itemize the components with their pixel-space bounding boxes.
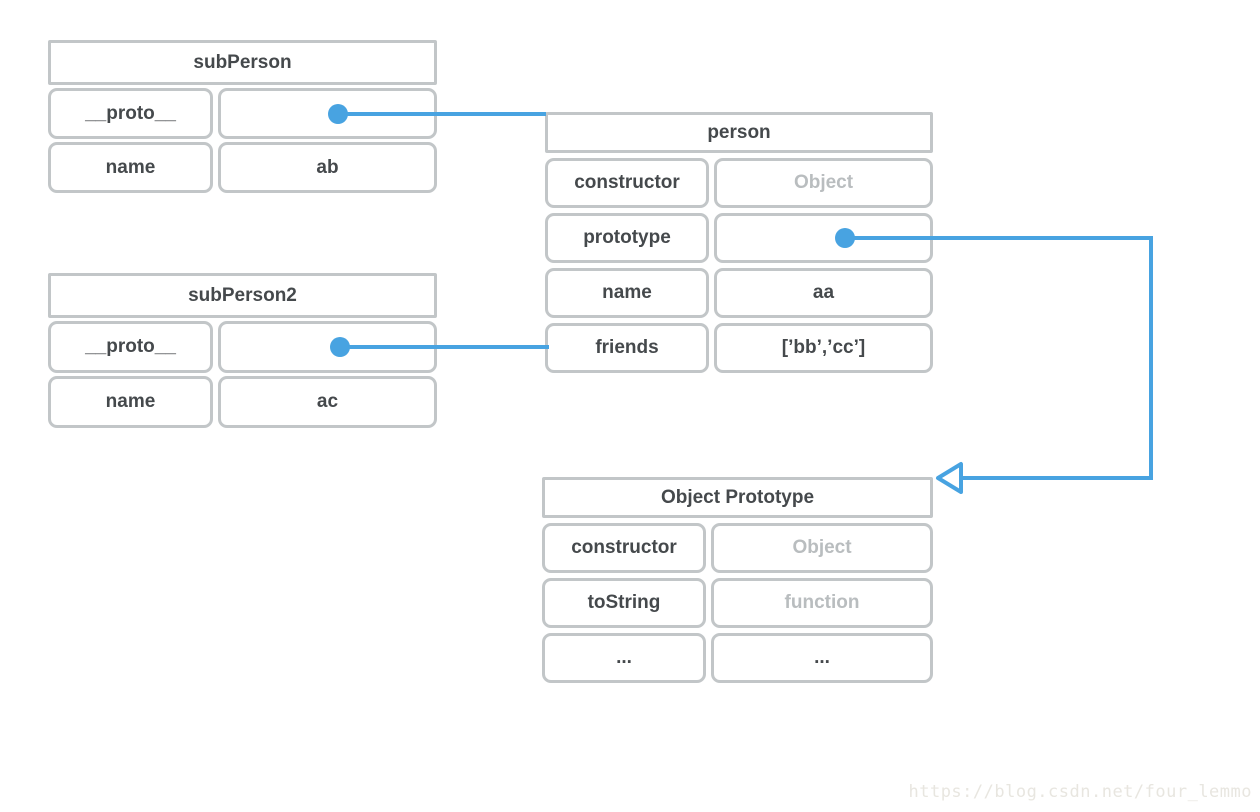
object-prototype-title: Object Prototype [542,477,933,518]
subperson2-title: subPerson2 [48,273,437,318]
table-row: friends [’bb’,’cc’] [545,323,933,373]
table-row: name ac [48,376,437,428]
person-friends-key: friends [545,323,709,373]
person-name-key: name [545,268,709,318]
subperson-table: subPerson __proto__ name ab [48,40,437,193]
subperson2-table: subPerson2 __proto__ name ac [48,273,437,428]
person-name-value: aa [714,268,933,318]
arrowhead-icon [936,462,963,494]
table-row: constructor Object [545,158,933,208]
objproto-ellipsis-value: ... [711,633,933,683]
object-prototype-table: Object Prototype constructor Object toSt… [542,477,933,683]
subperson2-proto-value [218,321,437,373]
objproto-ellipsis-key: ... [542,633,706,683]
person-table: person constructor Object prototype name… [545,112,933,373]
table-row: name ab [48,142,437,193]
person-prototype-key: prototype [545,213,709,263]
subperson-title: subPerson [48,40,437,85]
subperson-name-key: name [48,142,213,193]
subperson-name-value: ab [218,142,437,193]
table-row: constructor Object [542,523,933,573]
subperson2-name-value: ac [218,376,437,428]
table-row: toString function [542,578,933,628]
person-title: person [545,112,933,153]
person-constructor-key: constructor [545,158,709,208]
person-constructor-value: Object [714,158,933,208]
table-row: ... ... [542,633,933,683]
subperson2-proto-key: __proto__ [48,321,213,373]
objproto-constructor-key: constructor [542,523,706,573]
subperson-proto-value [218,88,437,139]
objproto-tostring-value: function [711,578,933,628]
objproto-tostring-key: toString [542,578,706,628]
person-friends-value: [’bb’,’cc’] [714,323,933,373]
table-row: __proto__ [48,88,437,139]
subperson-proto-key: __proto__ [48,88,213,139]
table-row: __proto__ [48,321,437,373]
watermark: https://blog.csdn.net/four_lemmo [908,782,1252,802]
subperson2-name-key: name [48,376,213,428]
table-row: prototype [545,213,933,263]
person-prototype-value [714,213,933,263]
objproto-constructor-value: Object [711,523,933,573]
table-row: name aa [545,268,933,318]
